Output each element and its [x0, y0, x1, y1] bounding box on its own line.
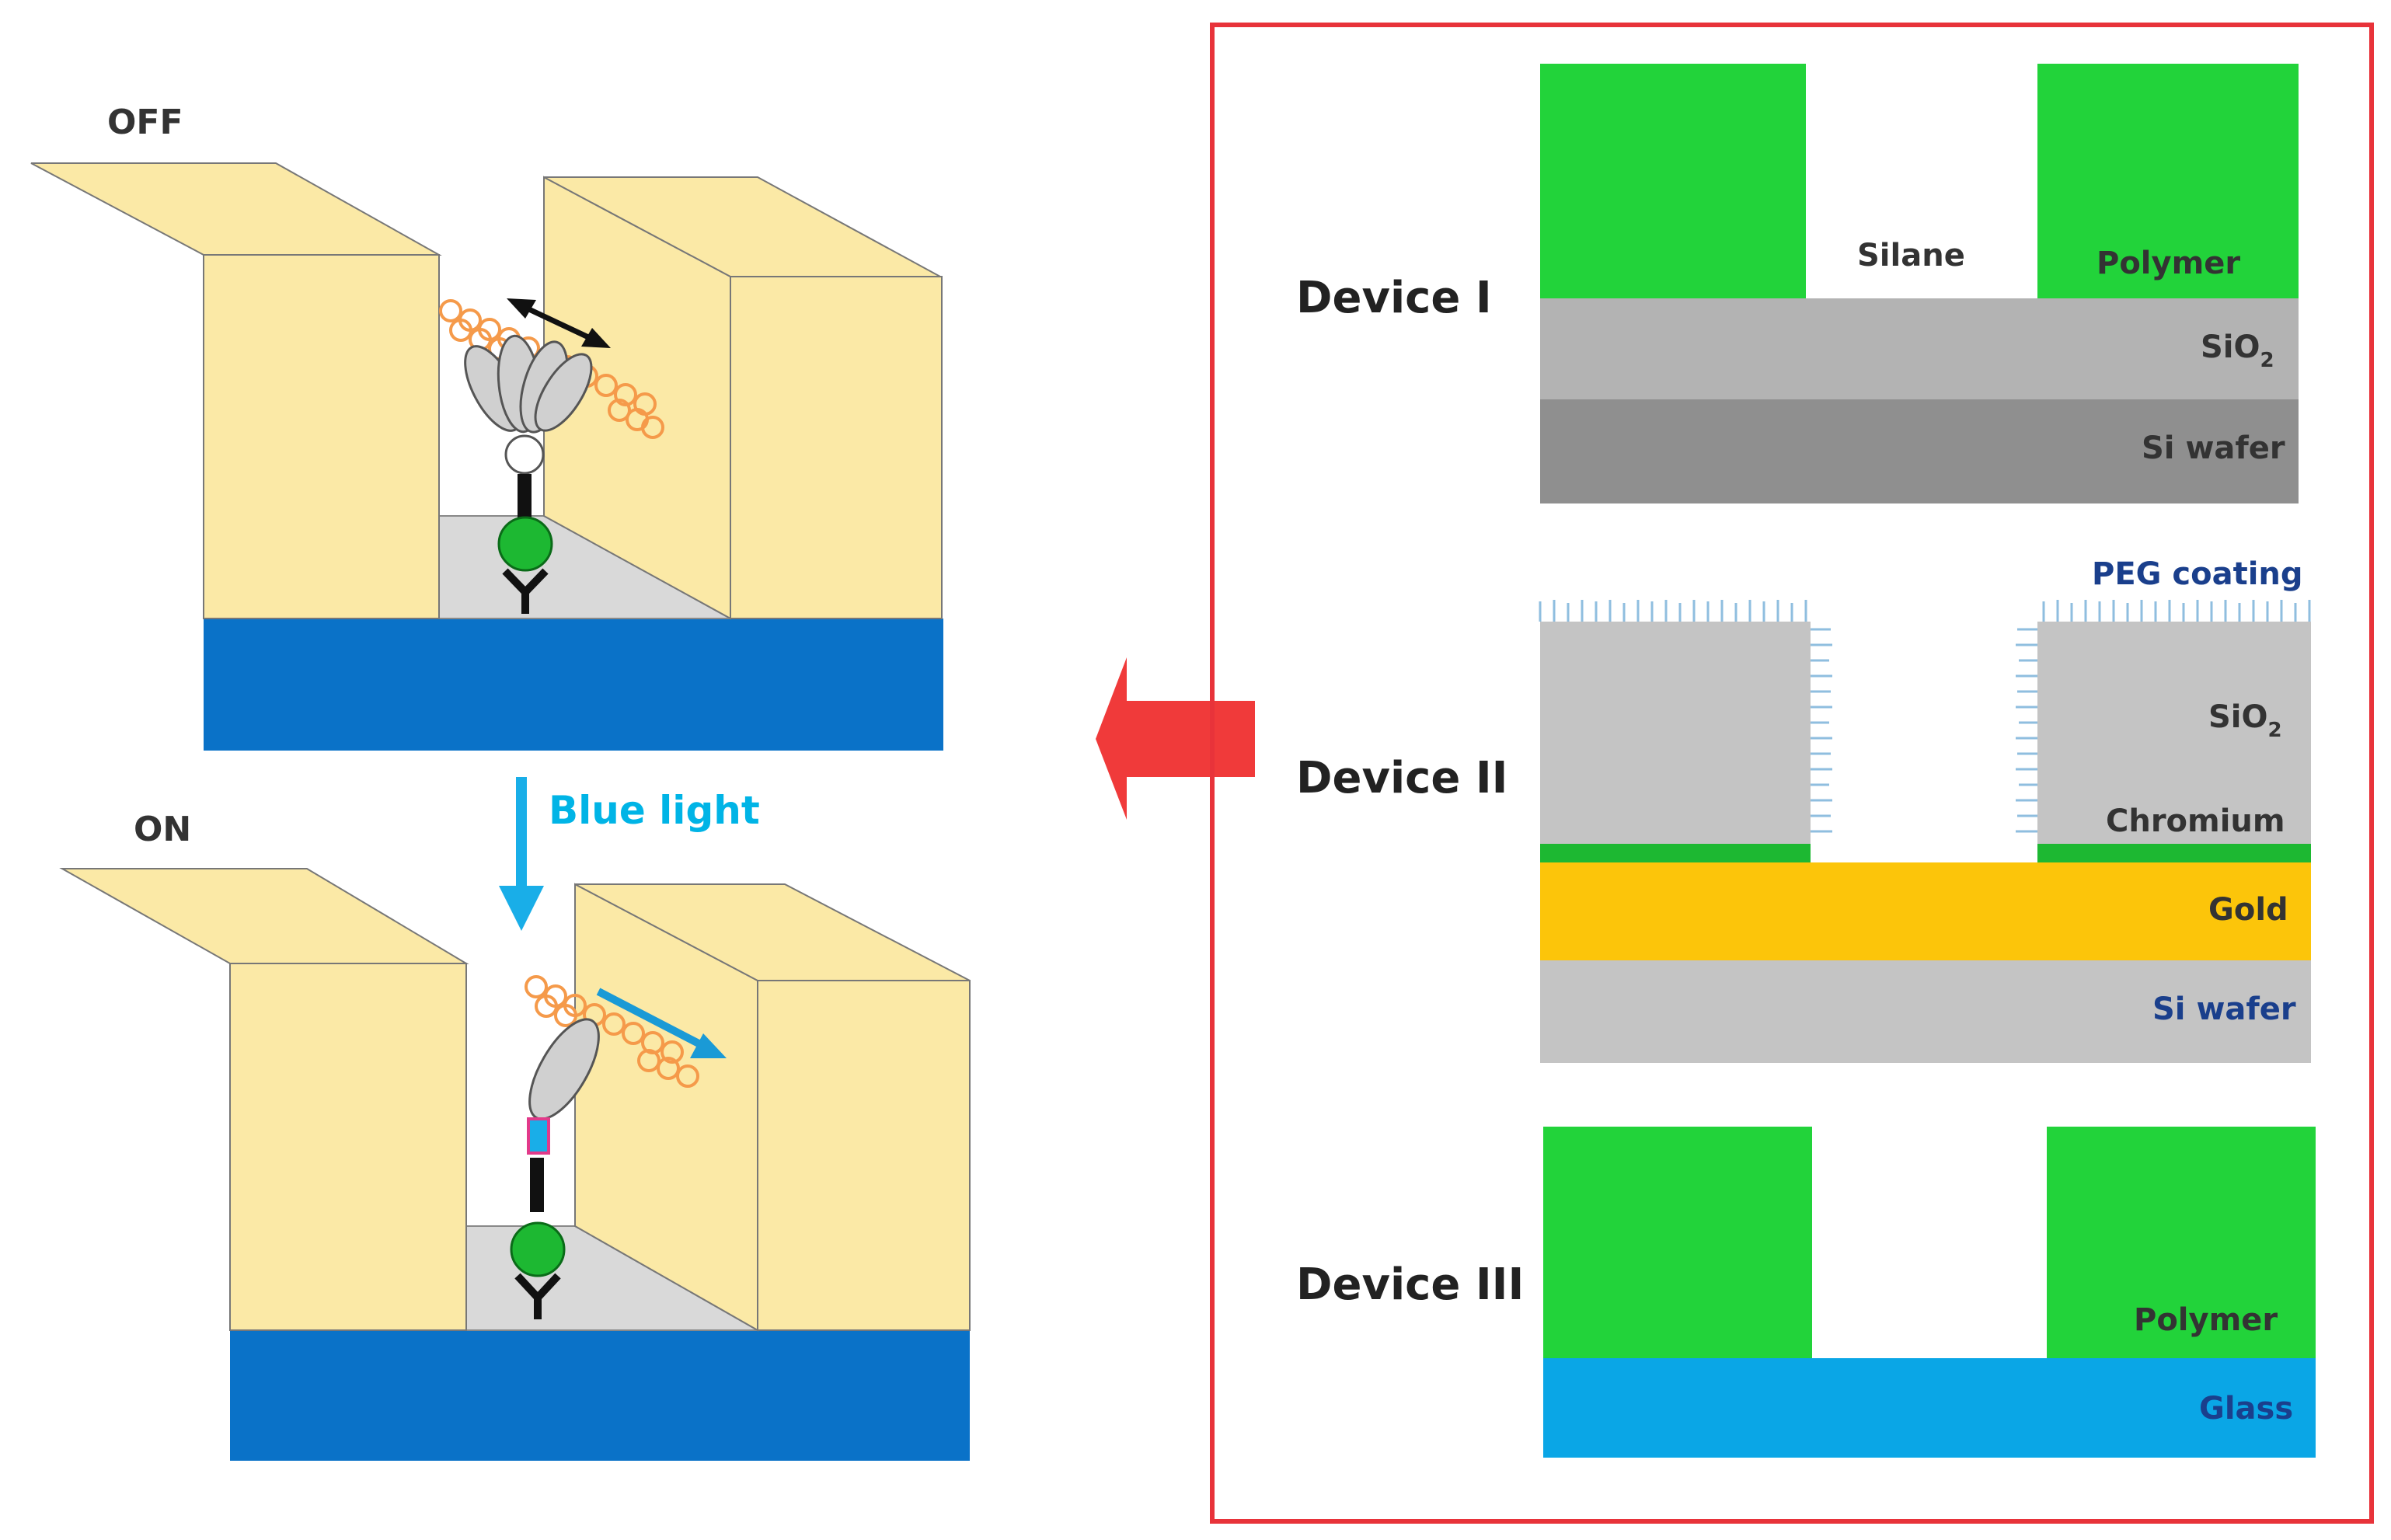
- on-right-wall-front: [757, 980, 971, 1331]
- on-substrate: [230, 1330, 970, 1461]
- device-1-si-wafer-label: Si wafer: [2142, 430, 2285, 466]
- device-3-glass-label: Glass: [2199, 1391, 2293, 1427]
- on-microtubule: [525, 975, 699, 1088]
- device-3-polymer-right: [2047, 1127, 2316, 1358]
- on-antibody-icon: [514, 1273, 561, 1319]
- on-left-wall-top: [59, 868, 469, 964]
- off-anchor-bead: [497, 516, 553, 572]
- blue-light-arrow-shaft: [516, 777, 527, 886]
- device-2-label: Device II: [1296, 753, 1508, 803]
- off-right-wall-front: [730, 276, 943, 619]
- device-3-label: Device III: [1296, 1260, 1524, 1310]
- device-1-sio2-label: SiO2: [2201, 329, 2274, 372]
- device-3-polymer-label: Polymer: [2134, 1302, 2278, 1338]
- off-antibody-icon: [502, 568, 549, 614]
- device-2-peg-label: PEG coating: [2092, 556, 2303, 592]
- device-2-sio2-left: [1540, 622, 1811, 844]
- device-1: Device I Silane Polymer SiO2 Si wafer: [1296, 64, 2299, 503]
- device-3: Device III Polymer Glass: [1296, 1127, 2316, 1458]
- device-2-chromium-right: [2037, 844, 2311, 862]
- device-2: Device II PEG coating SiO2 Chromium Gold…: [1296, 556, 2311, 1063]
- off-kinesin-heads: [464, 334, 593, 434]
- blue-light-label: Blue light: [549, 788, 760, 833]
- on-anchor-bead: [510, 1221, 566, 1277]
- device-1-polymer-left: [1540, 64, 1806, 298]
- off-hinge: [504, 434, 545, 475]
- off-substrate: [204, 618, 943, 751]
- off-movement-arrow: [507, 298, 611, 348]
- blue-light-arrow-head: [499, 886, 544, 931]
- device-1-polymer-right: [2037, 64, 2299, 298]
- red-pointer-arrow: [1096, 657, 1255, 820]
- device-3-glass-layer: [1543, 1358, 2316, 1458]
- off-label: OFF: [107, 103, 183, 142]
- device-3-polymer-left: [1543, 1127, 1812, 1358]
- device-2-peg-brush: [1539, 600, 2311, 833]
- device-1-polymer-label: Polymer: [2096, 246, 2240, 281]
- off-state-diagram: OFF: [30, 103, 943, 751]
- device-2-chromium-left: [1540, 844, 1811, 862]
- device-1-label: Device I: [1296, 273, 1492, 323]
- device-2-si-wafer-layer: [1540, 960, 2311, 1063]
- on-light-switch-domain: [527, 1117, 550, 1155]
- device-2-chromium-label: Chromium: [2106, 803, 2285, 839]
- device-2-si-wafer-label: Si wafer: [2152, 991, 2296, 1027]
- device-panel-frame: [1210, 23, 2374, 1524]
- device-2-sio2-label: SiO2: [2208, 699, 2282, 742]
- blue-light-stimulus: Blue light: [499, 777, 760, 931]
- off-stalk: [518, 474, 532, 528]
- device-1-sio2-layer: [1540, 298, 2299, 399]
- off-left-wall-top: [30, 162, 442, 256]
- device-2-gold-layer: [1540, 862, 2311, 960]
- on-movement-arrow: [596, 988, 727, 1058]
- device-1-si-wafer-layer: [1540, 399, 2299, 503]
- device-2-sio2-right: [2037, 622, 2311, 844]
- on-state-diagram: ON: [59, 810, 971, 1461]
- on-left-wall-front: [229, 963, 467, 1331]
- device-2-gold-label: Gold: [2208, 892, 2288, 928]
- on-stalk: [530, 1158, 544, 1212]
- device-1-silane-label: Silane: [1857, 238, 1965, 274]
- on-label: ON: [134, 810, 191, 849]
- off-left-wall-front: [203, 254, 440, 619]
